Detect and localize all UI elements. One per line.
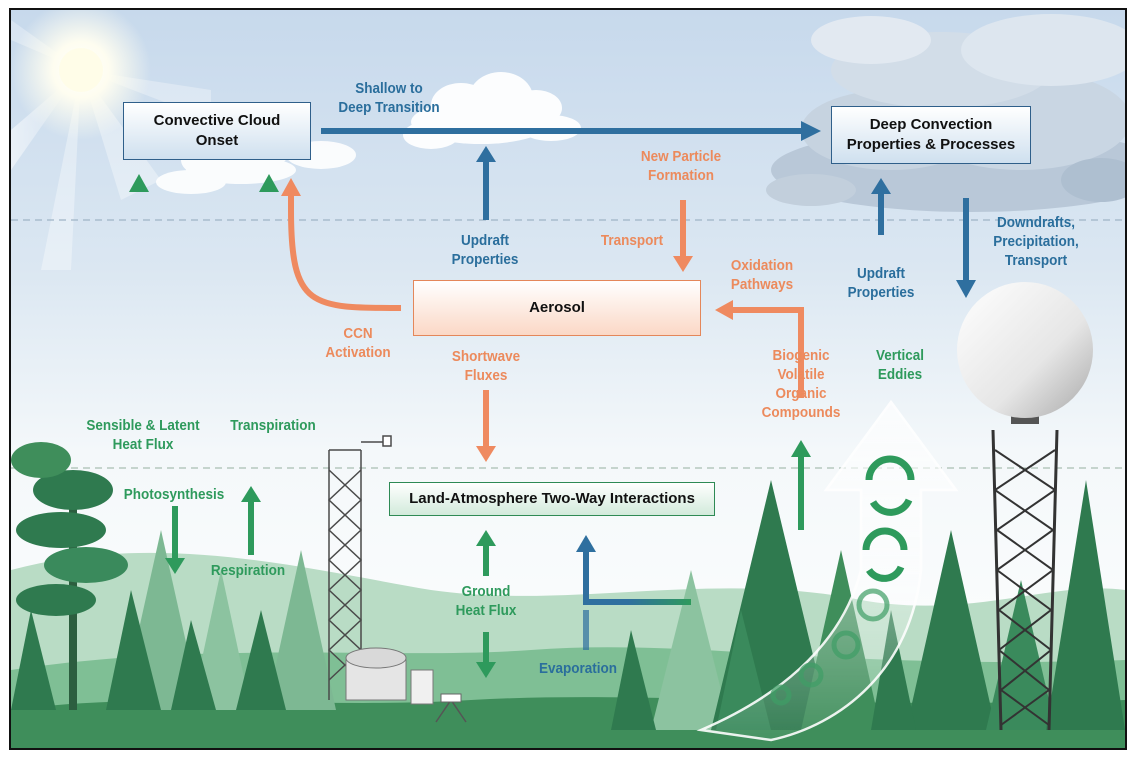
orange-arrows <box>281 178 804 462</box>
respiration-label: Respiration <box>210 563 286 579</box>
vertical-eddies-arrow <box>696 399 959 742</box>
measurement-tower-left <box>327 435 392 700</box>
transport-label: Transport <box>600 233 664 249</box>
transpiration-label: Transpiration <box>230 418 316 434</box>
ccn-activation-arrow <box>288 195 402 311</box>
aerosol-box: Aerosol <box>413 280 701 336</box>
evaporation-label: Evaporation <box>539 661 617 677</box>
updraft-properties-center-label: Updraft Properties <box>451 233 519 268</box>
instrument-shelter <box>345 647 467 723</box>
green-arrows <box>129 174 811 678</box>
vertical-eddies-label: Vertical Eddies <box>876 348 924 383</box>
forest-left <box>11 442 336 710</box>
oxidation-arrow <box>731 307 804 398</box>
new-particle-formation-label: New Particle Formation <box>640 149 722 184</box>
downdrafts-label: Downdrafts, Precipitation, Transport <box>993 215 1079 269</box>
blue-arrows <box>321 121 976 650</box>
shortwave-fluxes-label: Shortwave Fluxes <box>451 349 521 384</box>
ccn-activation-label: CCN Activation <box>325 326 391 361</box>
diagram-frame: Convective Cloud Onset Deep Convection P… <box>9 8 1127 750</box>
photosynthesis-label: Photosynthesis <box>123 487 225 503</box>
biogenic-voc-label: Biogenic Volatile Organic Compounds <box>761 348 841 421</box>
ground-heat-flux-label: Ground Heat Flux <box>455 584 517 619</box>
radar-tower <box>957 282 1093 731</box>
convective-cloud-onset-box: Convective Cloud Onset <box>123 102 311 160</box>
evaporation-arrow <box>583 550 691 605</box>
sensible-latent-label: Sensible & Latent Heat Flux <box>86 418 200 453</box>
updraft-properties-right-label: Updraft Properties <box>847 266 915 301</box>
shallow-to-deep-label: Shallow to Deep Transition <box>338 81 440 116</box>
oxidation-pathways-label: Oxidation Pathways <box>730 258 794 293</box>
land-atmosphere-box: Land-Atmosphere Two-Way Interactions <box>389 482 715 516</box>
deep-convection-box: Deep Convection Properties & Processes <box>831 106 1031 164</box>
